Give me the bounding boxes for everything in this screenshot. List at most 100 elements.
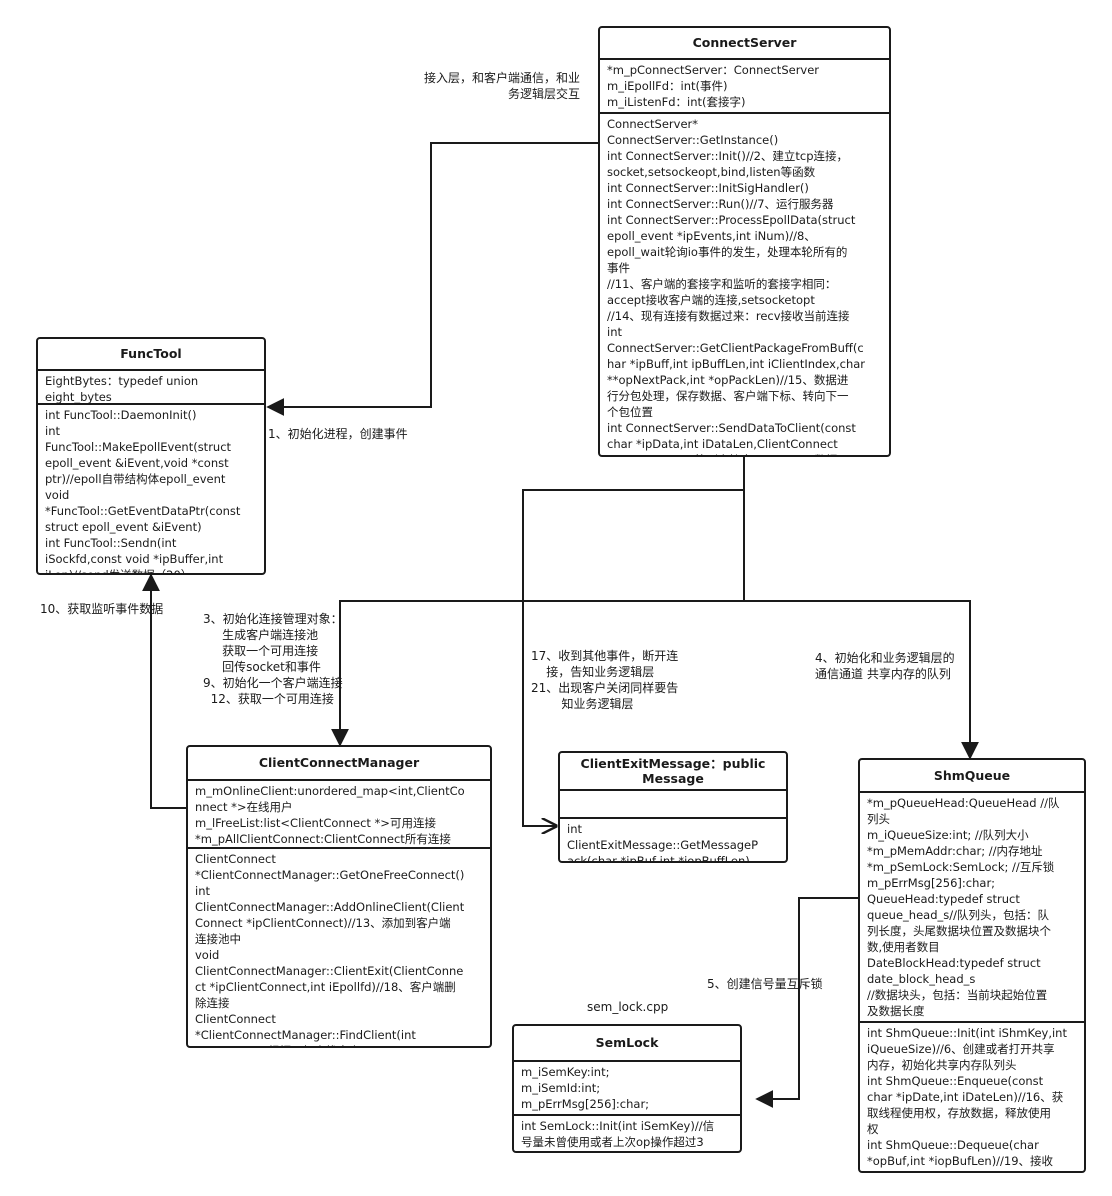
annotation-sem-file: sem_lock.cpp — [587, 1000, 669, 1014]
method-line: ClientConnect — [195, 1012, 276, 1026]
method-line: ClientConnectManager::AddOnlineClient(Cl… — [195, 900, 465, 914]
attribute-line: *m_pQueueHead:QueueHead //队 — [867, 796, 1060, 810]
attribute-line: nnect *>在线用户 — [195, 800, 293, 814]
attribute-line: eight_bytes — [45, 390, 112, 404]
attribute-line: queue_head_s//队列头，包括：队 — [867, 908, 1049, 922]
attribute-line: EightBytes：typedef union — [45, 374, 199, 388]
method-line: 内存，初始化共享内存队列头 — [867, 1058, 1017, 1072]
annotation-init-conn-mgr: 3、初始化连接管理对象： 生成客户端连接池 获取一个可用连接 回传socket和… — [203, 612, 343, 706]
method-line: 取线程使用权，存放数据，释放使用 — [867, 1106, 1051, 1120]
method-line: har *ipBuff,int ipBuffLen,int iClientInd… — [607, 357, 866, 371]
connector-get-listen-event — [142, 573, 186, 809]
method-line: int ConnectServer::SendDataToClient(cons… — [607, 421, 856, 435]
method-line: int FuncTool::Sendn(int — [45, 536, 177, 550]
method-line: int ConnectServer::Init()//2、建立tcp连接， — [607, 149, 849, 163]
attribute-line: DateBlockHead:typedef struct — [867, 956, 1041, 970]
attribute-list: m_iSemKey:int; m_iSemId:int; m_pErrMsg[256… — [514, 1062, 740, 1116]
attribute-line: QueueHead:typedef struct — [867, 892, 1020, 906]
method-line: *ClientConnectManager::FindClient(int — [195, 1028, 416, 1042]
method-line: ClientConnect — [195, 852, 276, 866]
attribute-line: 数,使用者数目 — [867, 940, 940, 954]
method-line: **opNextPack,int *opPackLen)//15、数据进 — [607, 373, 849, 387]
method-line: ClientConnectManager::ClientExit(ClientC… — [195, 964, 464, 978]
method-line: ct *ipClientConnect,int iEpollfd)//18、客户… — [195, 980, 456, 994]
method-line: epoll_event &iEvent,void *const — [45, 456, 229, 470]
method-line: int SemLock::Init(int iSemKey)//信 — [521, 1119, 715, 1133]
method-list: ClientConnect*ClientConnectManager::GetO… — [188, 849, 490, 1046]
method-line: int ConnectServer::Run()//7、运行服务器 — [607, 197, 834, 211]
method-line: //14、现有连接有数据过来：recv接收当前连接 — [607, 309, 850, 323]
attribute-line: m_iSemId:int; — [521, 1081, 601, 1095]
method-line: iQueueSize)//6、创建或者打开共享 — [867, 1042, 1055, 1056]
connector-init-conn-mgr — [331, 600, 744, 747]
method-line: char *ipData,int iDataLen,ClientConnect — [607, 437, 838, 451]
method-line: int — [567, 822, 582, 836]
method-line: 权 — [867, 1122, 879, 1136]
attribute-list: *m_pQueueHead:QueueHead //队列头 m_iQueueSiz… — [860, 793, 1084, 1023]
method-line: ConnectServer::GetInstance() — [607, 133, 779, 147]
attribute-line: *m_pConnectServer：ConnectServer — [607, 63, 820, 77]
method-line: epoll_wait轮询io事件的发生，处理本轮所有的 — [607, 245, 848, 259]
class-func-tool[interactable]: FuncTool EightBytes：typedef union eight_b… — [36, 337, 266, 575]
annotation-create-sem: 5、创建信号量互斥锁 — [707, 977, 823, 991]
method-line: int FuncTool::DaemonInit() — [45, 408, 197, 422]
method-line: *ipClient)//20、等到套接字可写，send数据 — [607, 452, 882, 455]
method-line: 除连接 — [195, 996, 230, 1010]
attribute-line: m_iListenFd：int(套接字) — [607, 95, 746, 109]
method-line: int ShmQueue::Enqueue(const — [867, 1074, 1044, 1088]
attribute-list — [560, 791, 786, 819]
method-line: accept接收客户端的连接,setsocketopt — [607, 293, 815, 307]
class-title: ClientConnectManager — [188, 747, 490, 781]
connector-init-process — [266, 142, 598, 416]
method-line: socket,setsockeopt,bind,listen等函数 — [607, 165, 816, 179]
class-connect-server[interactable]: ConnectServer *m_pConnectServer：ConnectS… — [598, 26, 891, 457]
attribute-line: m_mOnlineClient:unordered_map<int,Client… — [195, 784, 465, 798]
attribute-line: 列头 — [867, 812, 890, 826]
method-line: Connect *ipClientConnect)//13、添加到客户端 — [195, 916, 451, 930]
connector-disconnect — [522, 489, 744, 826]
attribute-line: m_pErrMsg[256]:char; — [867, 876, 996, 890]
method-line: int ShmQueue::Dequeue(char — [867, 1138, 1039, 1152]
attribute-line: //数据块头，包括：当前块起始位置 — [867, 988, 1048, 1002]
method-line: 号量未曾使用或者上次op操作超过3 — [521, 1135, 704, 1149]
annotation-init-process: 1、初始化进程，创建事件 — [268, 427, 408, 441]
method-line: struct epoll_event &iEvent) — [45, 520, 202, 534]
method-line: ConnectServer::GetClientPackageFromBuff(… — [607, 341, 864, 355]
class-client-connect-manager[interactable]: ClientConnectManager m_mOnlineClient:uno… — [186, 745, 492, 1048]
method-line: int ShmQueue::Init(int iShmKey,int — [867, 1026, 1067, 1040]
class-title: ClientExitMessage：public Message — [560, 753, 786, 791]
method-line: 行分包处理，保存数据、客户端下标、转向下一 — [607, 389, 849, 403]
method-line: *ClientConnectManager::GetOneFreeConnect… — [195, 868, 465, 882]
class-title: FuncTool — [38, 339, 264, 371]
method-line: *opBuf,int *iopBufLen)//19、接收 — [867, 1154, 1054, 1168]
connector-init-shm — [744, 600, 979, 760]
class-sem-lock[interactable]: SemLock m_iSemKey:int; m_iSemId:int; m_pEr… — [512, 1024, 742, 1153]
class-title: SemLock — [514, 1026, 740, 1062]
attribute-line: m_iSemKey:int; — [521, 1065, 610, 1079]
attribute-line: date_block_head_s — [867, 972, 976, 986]
method-line: iSockfd,const void *ipBuffer,int — [45, 552, 224, 566]
attribute-line: m_iEpollFd：int(事件) — [607, 79, 728, 93]
attribute-list: m_mOnlineClient:unordered_map<int,Client… — [188, 781, 490, 849]
method-line: void — [195, 948, 220, 962]
class-title: ConnectServer — [600, 28, 889, 60]
attribute-line: m_pErrMsg[256]:char; — [521, 1097, 650, 1111]
method-line: ClientExitMessage::GetMessageP — [567, 838, 759, 852]
attribute-line: 列长度，头尾数据块位置及数据块个 — [867, 924, 1051, 938]
class-title: ShmQueue — [860, 760, 1084, 793]
method-line: ack(char *ipBuf,int *iopBuffLen) — [567, 854, 750, 863]
method-line: *FuncTool::GetEventDataPtr(const — [45, 504, 241, 518]
class-shm-queue[interactable]: ShmQueue *m_pQueueHead:QueueHead //队列头 m_… — [858, 758, 1086, 1173]
attribute-list: EightBytes：typedef union eight_bytes — [38, 371, 264, 405]
method-line: 事件 — [607, 261, 630, 275]
method-line: int ConnectServer::InitSigHandler() — [607, 181, 809, 195]
connector-create-sem — [755, 897, 858, 1108]
attribute-line: m_iQueueSize:int; //队列大小 — [867, 828, 1029, 842]
annotation-disconnect: 17、收到其他事件，断开连 接，告知业务逻辑层 21、出现客户关闭同样要告 知业… — [531, 649, 679, 711]
method-line: int — [45, 424, 60, 438]
method-line: 到的数据出队 — [867, 1169, 1077, 1171]
